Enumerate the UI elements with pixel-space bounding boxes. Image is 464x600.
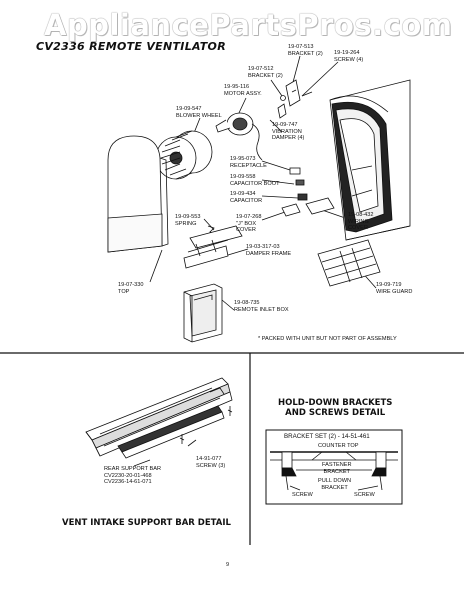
leader-line (203, 218, 215, 231)
capacitor-boot-part (295, 179, 305, 186)
capacitor-part (297, 193, 308, 201)
leader-line (261, 211, 286, 221)
mount-brackets (277, 79, 313, 119)
screw-part (227, 406, 233, 416)
leader-line (221, 299, 235, 311)
page-number: 9 (226, 562, 230, 568)
hold-down-detail (265, 429, 403, 505)
leader-line (261, 179, 295, 185)
label-screw-right: SCREW (354, 492, 375, 498)
label-bracket-set: BRACKET SET (2) - 14-51-461 (284, 433, 370, 440)
leader-line (301, 61, 339, 97)
top-panel (107, 135, 169, 253)
leader-line (261, 195, 299, 199)
leader-line (269, 119, 283, 133)
label-counter-top: COUNTER TOP (318, 443, 359, 449)
wire-guard (317, 239, 381, 287)
wiring-cover-part (305, 197, 335, 215)
ventilator-housing (329, 79, 411, 241)
remote-inlet-box (183, 283, 223, 343)
hold-down-heading: HOLD-DOWN BRACKETS AND SCREWS DETAIL (278, 398, 393, 418)
rear-support-bar (117, 405, 225, 459)
packing-note: * PACKED WITH UNIT BUT NOT PART OF ASSEM… (258, 336, 397, 342)
screw-part (179, 434, 185, 444)
support-bar (85, 377, 233, 457)
label-screw-left: SCREW (292, 492, 313, 498)
watermark: AppliancePartsPros.com (44, 8, 453, 42)
leader-line (261, 160, 291, 171)
diagram-title: CV2336 REMOTE VENTILATOR (36, 40, 226, 53)
leader-line (149, 249, 163, 283)
j-box-cover-part (281, 203, 301, 217)
leader-line (227, 248, 249, 256)
leader-line (270, 79, 283, 97)
blower-wheel (155, 130, 213, 180)
motor-assy (215, 112, 263, 161)
leader-line (237, 97, 247, 116)
damper-frame (183, 225, 243, 269)
vent-detail-heading: VENT INTAKE SUPPORT BAR DETAIL (62, 518, 231, 528)
leader-line (291, 55, 301, 87)
receptacle-part (289, 167, 301, 175)
